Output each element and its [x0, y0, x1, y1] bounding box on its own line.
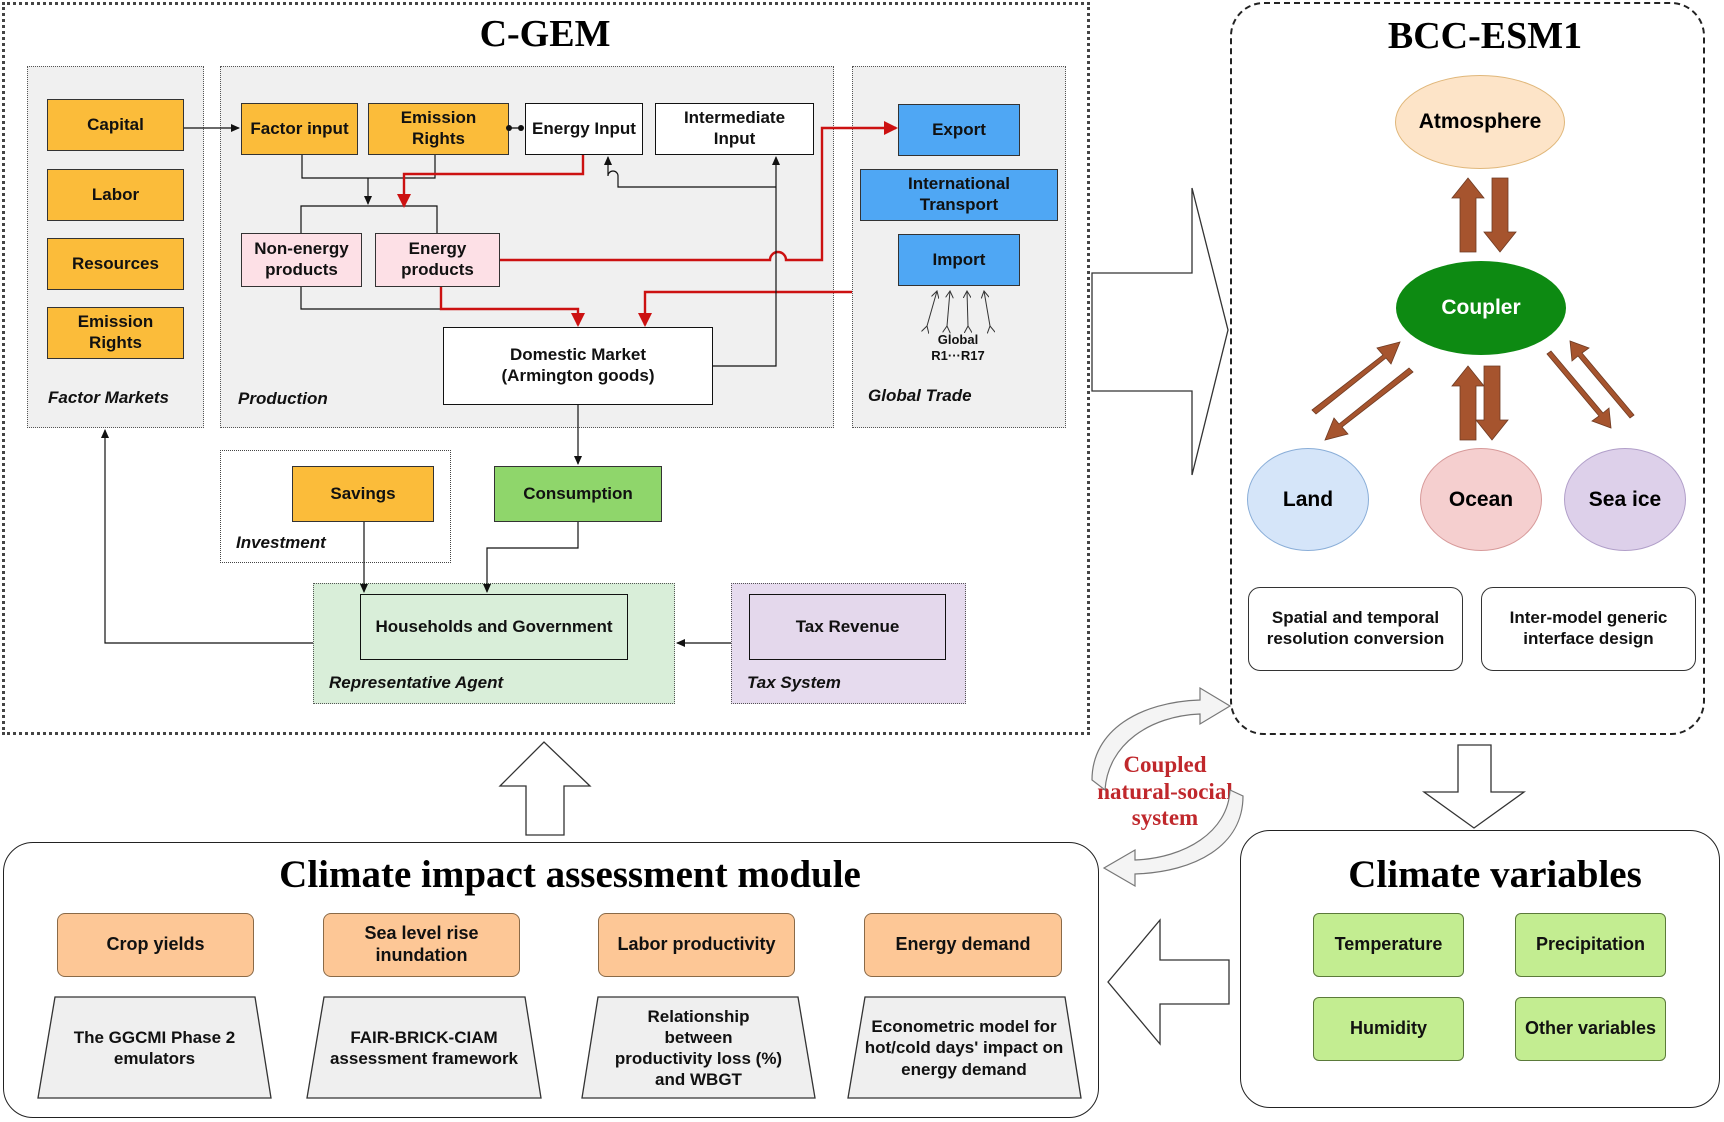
coupled-system-label: Coupled natural-social system — [1097, 752, 1233, 831]
representative-agent-label: Representative Agent — [329, 673, 504, 692]
energy-demand-box: Energy demand — [864, 913, 1062, 977]
factor-resources: Resources — [47, 238, 184, 290]
labor-productivity-box: Labor productivity — [598, 913, 795, 977]
other-variables-box: Other variables — [1515, 997, 1666, 1061]
spatial-resolution-box: Spatial and temporal resolution conversi… — [1248, 587, 1463, 671]
sea-level-rise-box: Sea level rise inundation — [323, 913, 520, 977]
tax-system-label: Tax System — [747, 673, 841, 692]
import-box: Import — [898, 234, 1020, 286]
impact-to-cgem-hollow-arrow — [498, 741, 592, 836]
econometric-method-text: Econometric model for hot/cold days' imp… — [864, 1017, 1064, 1079]
ggcmi-method-text: The GGCMI Phase 2 emulators — [73, 1027, 236, 1068]
energy-input-box: Energy Input — [525, 103, 643, 155]
precipitation-box: Precipitation — [1515, 913, 1666, 977]
factor-input-box: Factor input — [241, 103, 358, 155]
atmosphere-node: Atmosphere — [1395, 75, 1565, 169]
crop-yields-box: Crop yields — [57, 913, 254, 977]
climate-impact-title: Climate impact assessment module — [279, 853, 861, 896]
production-label: Production — [238, 389, 328, 408]
fair-method-text: FAIR-BRICK-CIAM assessment framework — [329, 1027, 519, 1068]
sea-ice-node: Sea ice — [1564, 448, 1686, 551]
factor-emission-rights: Emission Rights — [47, 307, 184, 359]
climate-variables-frame — [1240, 830, 1720, 1108]
export-box: Export — [898, 104, 1020, 156]
cgem-title: C-GEM — [479, 13, 611, 55]
international-transport-box: International Transport — [860, 169, 1058, 221]
domestic-market-box: Domestic Market (Armington goods) — [443, 327, 713, 405]
intermediate-input-box: Intermediate Input — [655, 103, 814, 155]
land-node: Land — [1247, 448, 1369, 551]
temperature-box: Temperature — [1313, 913, 1464, 977]
cgem-frame — [2, 2, 1090, 735]
factor-capital: Capital — [47, 99, 184, 151]
tax-revenue-box: Tax Revenue — [749, 594, 946, 660]
wbgt-method-text: Relationship between productivity loss (… — [614, 1006, 783, 1090]
global-trade-label: Global Trade — [868, 386, 972, 405]
bcc-frame — [1230, 2, 1705, 735]
ocean-node: Ocean — [1420, 448, 1542, 551]
factor-markets-label: Factor Markets — [48, 388, 169, 407]
variables-to-impact-hollow-arrow — [1107, 918, 1230, 1046]
savings-box: Savings — [292, 466, 434, 522]
investment-label: Investment — [236, 533, 326, 552]
bcc-to-variables-hollow-arrow — [1421, 744, 1527, 829]
coupler-node: Coupler — [1396, 261, 1566, 355]
emission-rights-box: Emission Rights — [368, 103, 509, 155]
global-regions-text: Global R1···R17 — [931, 331, 985, 363]
ghg-emissions-label: Greenhouse gases emissions — [1099, 295, 1217, 365]
interface-design-box: Inter-model generic interface design — [1481, 587, 1696, 671]
non-energy-products-box: Non-energy products — [241, 233, 362, 287]
consumption-box: Consumption — [494, 466, 662, 522]
bcc-title: BCC-ESM1 — [1387, 15, 1583, 57]
climate-variables-title: Climate variables — [1348, 853, 1642, 896]
climate-impact-frame — [3, 842, 1099, 1118]
households-government-box: Households and Government — [360, 594, 628, 660]
energy-products-box: Energy products — [375, 233, 500, 287]
humidity-box: Humidity — [1313, 997, 1464, 1061]
factor-labor: Labor — [47, 169, 184, 221]
